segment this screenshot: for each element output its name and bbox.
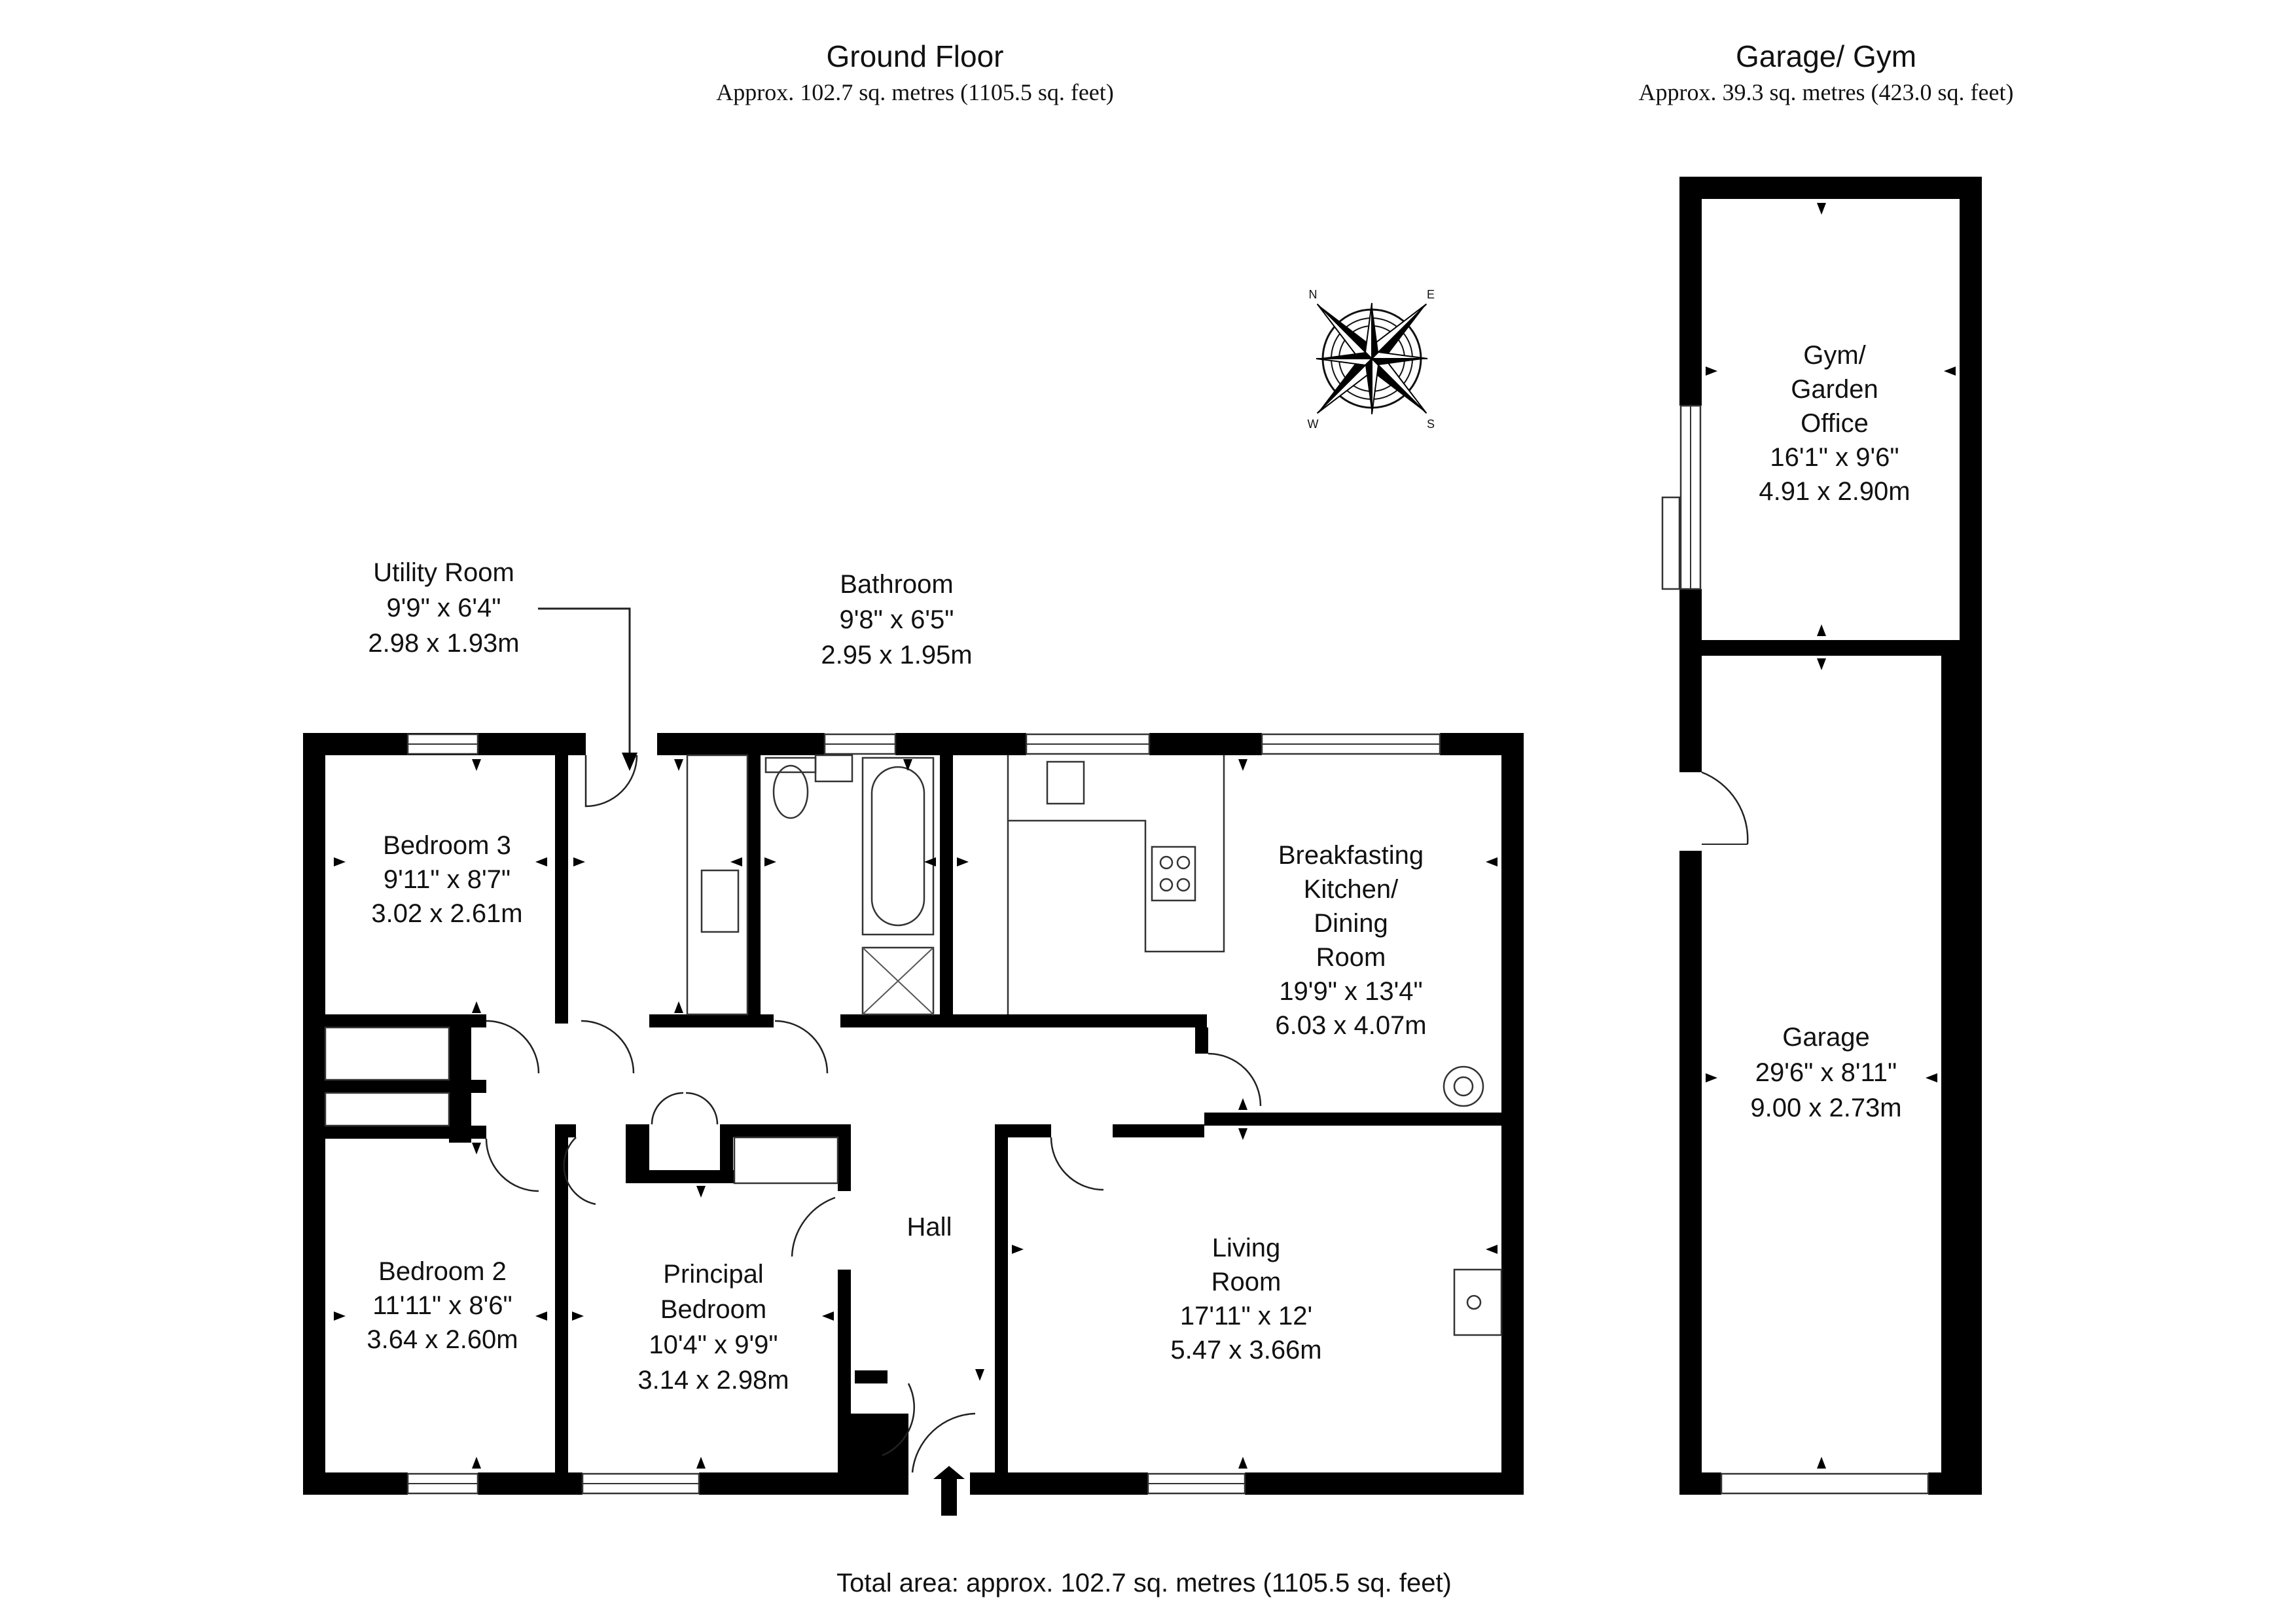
room-label-bathroom: Bathroom 9'8" x 6'5" 2.95 x 1.95m	[821, 570, 972, 669]
room-label-garage: Garage 29'6" x 8'11" 9.00 x 2.73m	[1750, 1023, 1901, 1122]
ground-floor-area: Approx. 102.7 sq. metres (1105.5 sq. fee…	[716, 79, 1114, 105]
room-label-line: Room	[1211, 1268, 1282, 1296]
room-label-line: Gym/	[1803, 341, 1866, 370]
room-label-line: Garden	[1791, 375, 1878, 404]
fixtures	[324, 754, 1503, 1336]
room-label-line: 9'11" x 8'7"	[384, 865, 511, 894]
garage-gym-area: Approx. 39.3 sq. metres (423.0 sq. feet)	[1639, 79, 2014, 105]
room-label-line: 2.98 x 1.93m	[368, 629, 519, 658]
room-label-hall: Hall	[907, 1213, 952, 1241]
room-label-line: Breakfasting	[1278, 841, 1424, 870]
room-label-line: Principal	[663, 1260, 763, 1289]
room-labels: Utility Room 9'9" x 6'4" 2.98 x 1.93m Bathr…	[367, 341, 1910, 1395]
room-label-line: Garage	[1782, 1023, 1869, 1052]
garage-gym-title: Garage/ Gym	[1736, 39, 1916, 73]
compass-rose-icon: N E S W	[1308, 288, 1435, 431]
room-label-line: 6.03 x 4.07m	[1275, 1011, 1426, 1040]
room-label-utility: Utility Room 9'9" x 6'4" 2.98 x 1.93m	[368, 558, 519, 658]
room-label-line: Kitchen/	[1304, 875, 1399, 904]
room-label-line: 4.91 x 2.90m	[1759, 477, 1910, 506]
room-label-line: 3.14 x 2.98m	[637, 1366, 789, 1395]
room-label-line: Bedroom 2	[378, 1257, 507, 1286]
room-label-line: 9'8" x 6'5"	[840, 605, 954, 634]
room-label-line: Office	[1801, 409, 1869, 438]
room-label-line: Living	[1212, 1234, 1281, 1262]
room-label-line: 19'9" x 13'4"	[1279, 977, 1422, 1006]
room-label-line: 11'11" x 8'6"	[372, 1291, 512, 1320]
room-label-line: 5.47 x 3.66m	[1170, 1336, 1321, 1364]
room-label-line: 17'11" x 12'	[1180, 1302, 1312, 1330]
room-label-line: 3.02 x 2.61m	[371, 899, 522, 928]
compass-letter-n: N	[1309, 288, 1318, 301]
room-label-line: 3.64 x 2.60m	[367, 1325, 518, 1354]
room-label-line: 2.95 x 1.95m	[821, 641, 972, 669]
utility-callout-leader	[538, 607, 637, 771]
room-label-line: Hall	[907, 1213, 952, 1241]
room-label-line: Bedroom	[660, 1295, 766, 1324]
total-area-text: Total area: approx. 102.7 sq. metres (11…	[836, 1569, 1452, 1597]
room-label-line: 29'6" x 8'11"	[1755, 1058, 1897, 1087]
windows	[406, 733, 1441, 1495]
ground-floor-title: Ground Floor	[826, 39, 1003, 73]
room-label-line: 10'4" x 9'9"	[649, 1330, 778, 1359]
compass-letter-s: S	[1427, 418, 1435, 431]
dimension-arrows	[334, 759, 1498, 1516]
doors	[485, 755, 1262, 1473]
room-label-bedroom2: Bedroom 2 11'11" x 8'6" 3.64 x 2.60m	[367, 1257, 518, 1354]
room-label-line: Utility Room	[373, 558, 514, 587]
garage-arrows	[1706, 203, 1956, 1469]
compass-letter-w: W	[1308, 418, 1319, 431]
compass-letter-e: E	[1427, 288, 1435, 301]
garage-block-walls	[1661, 177, 1982, 1495]
room-label-line: 16'1" x 9'6"	[1770, 443, 1899, 472]
room-label-line: 9'9" x 6'4"	[387, 594, 501, 622]
room-label-line: Dining	[1314, 909, 1388, 938]
room-label-line: 9.00 x 2.73m	[1750, 1094, 1901, 1122]
room-label-line: Bedroom 3	[383, 831, 511, 860]
room-label-line: Room	[1316, 943, 1386, 972]
room-label-bedroom3: Bedroom 3 9'11" x 8'7" 3.02 x 2.61m	[371, 831, 522, 928]
room-label-line: Bathroom	[840, 570, 953, 599]
